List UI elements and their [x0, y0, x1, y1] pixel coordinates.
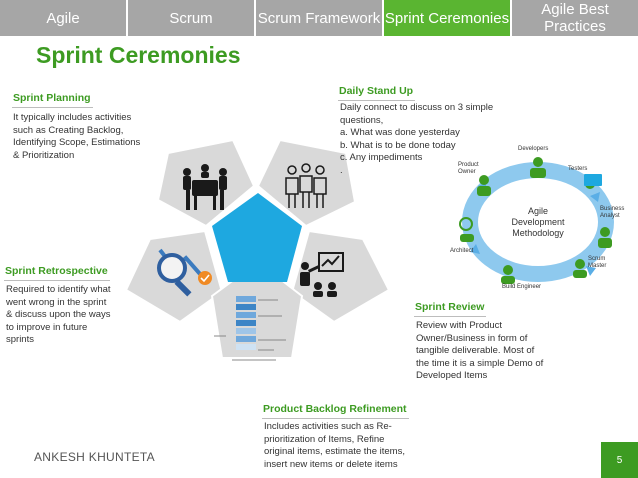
standup-line: a. What was done yesterday: [340, 127, 460, 138]
role-developers: Developers: [518, 146, 549, 152]
tab-agile-best-practices[interactable]: Agile Best Practices: [512, 0, 638, 36]
retro-text: Required to identify what went wrong in …: [6, 284, 111, 345]
role-testers: Testers: [568, 166, 588, 172]
role-product-owner: Product Owner: [458, 162, 479, 175]
tab-scrum-framework[interactable]: Scrum Framework: [256, 0, 384, 36]
tab-sprint-ceremonies[interactable]: Sprint Ceremonies: [384, 0, 512, 36]
cycle-ring-graphic: [459, 157, 614, 284]
planning-heading: Sprint Planning: [12, 91, 93, 108]
presentation-board-icon: [300, 252, 344, 297]
petal-review: [290, 229, 391, 324]
page-title: Sprint Ceremonies: [36, 42, 241, 68]
page-number: 5: [601, 442, 638, 478]
footer-author: ANKESH KHUNTETA: [34, 450, 155, 464]
role-scrum-master: Scrum Master: [588, 256, 607, 269]
standup-heading: Daily Stand Up: [338, 84, 416, 101]
top-nav-tabs: Agile Scrum Scrum Framework Sprint Cerem…: [0, 0, 638, 36]
tab-agile[interactable]: Agile: [0, 0, 128, 36]
tab-scrum[interactable]: Scrum: [128, 0, 256, 36]
cycle-center-label: Agile Development Methodology: [511, 206, 565, 238]
review-heading: Sprint Review: [414, 300, 487, 317]
petal-standup: [256, 138, 357, 228]
team-standing-icon: [285, 163, 327, 208]
backlog-heading: Product Backlog Refinement: [262, 402, 409, 419]
backlog-stack-icon: [214, 296, 286, 361]
standup-line: b. What is to be done today: [340, 139, 456, 151]
retro-heading: Sprint Retrospective: [4, 264, 110, 281]
standup-line: Daily connect to discuss on 3 simple que…: [340, 102, 494, 126]
review-text: Review with Product Owner/Business in fo…: [416, 320, 544, 381]
standup-line: .: [340, 164, 343, 176]
magnifier-chart-icon: [157, 248, 212, 297]
center-pentagon: [212, 193, 302, 282]
standup-text: Daily connect to discuss on 3 simple que…: [340, 102, 510, 177]
role-build-engineer: Build Engineer: [502, 284, 542, 290]
agile-methodology-cycle: Agile Development Methodology Developers…: [440, 138, 638, 293]
role-architect: Architect: [450, 248, 474, 254]
meeting-table-icon: [183, 164, 227, 210]
role-business-analyst: Business Analyst: [600, 206, 625, 219]
standup-line: c. Any impediments: [340, 152, 423, 163]
planning-text: It typically includes activities such as…: [13, 112, 141, 161]
backlog-text: Includes activities such as Re-prioritiz…: [264, 421, 405, 470]
